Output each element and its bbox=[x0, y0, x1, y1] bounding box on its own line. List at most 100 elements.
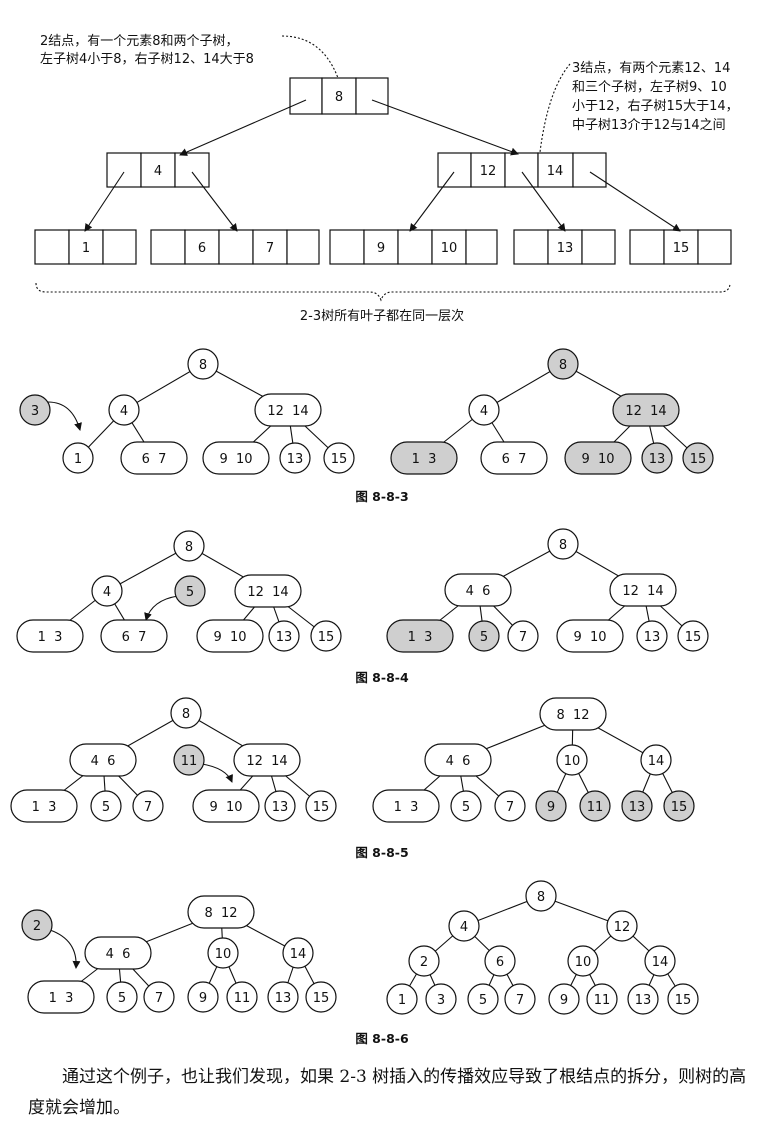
arrow bbox=[84, 171, 125, 232]
node-label: 13 bbox=[649, 452, 666, 467]
node-label: 8 12 bbox=[204, 906, 237, 921]
tree-node: 12 14 bbox=[233, 743, 301, 777]
tree-node: 6 7 bbox=[120, 441, 188, 475]
tree-node: 11 bbox=[586, 983, 618, 1015]
tree-node: 7 bbox=[507, 620, 539, 652]
node-label: 7 bbox=[516, 993, 524, 1008]
tree-node: 8 bbox=[525, 880, 557, 912]
tree-node: 1 bbox=[386, 983, 418, 1015]
tree-node: 15 bbox=[323, 442, 355, 474]
tree-node: 11 bbox=[226, 981, 258, 1013]
tree-node: 4 6 bbox=[84, 936, 152, 970]
right-internal-key-1: 12 bbox=[480, 164, 497, 179]
top-footer: 2-3树所有叶子都在同一层次 bbox=[300, 308, 464, 324]
tree-node: 13 bbox=[621, 790, 653, 822]
arrow bbox=[371, 99, 519, 156]
tree-node: 4 6 bbox=[424, 743, 492, 777]
leaf-key: 7 bbox=[266, 241, 274, 256]
right-internal-node: 12 14 bbox=[437, 152, 607, 188]
node-label: 4 bbox=[103, 585, 111, 600]
node-label: 8 bbox=[537, 890, 545, 905]
tree-node: 9 bbox=[187, 981, 219, 1013]
inserted-key-node: 5 bbox=[174, 575, 206, 607]
arrow bbox=[589, 171, 681, 232]
leaves-brace bbox=[35, 282, 731, 302]
tree-node: 8 bbox=[547, 528, 579, 560]
node-label: 13 bbox=[287, 452, 304, 467]
leaf-node-5: 15 bbox=[629, 229, 732, 265]
node-label: 1 3 bbox=[32, 800, 57, 815]
tree-node: 14 bbox=[282, 937, 314, 969]
node-label: 9 10 bbox=[573, 630, 606, 645]
node-label: 15 bbox=[685, 630, 702, 645]
node-label: 10 bbox=[215, 947, 232, 962]
tree-node: 9 10 bbox=[202, 441, 270, 475]
node-label: 5 bbox=[118, 991, 126, 1006]
tree-node: 8 bbox=[187, 348, 219, 380]
tree-node: 15 bbox=[682, 442, 714, 474]
node-label: 9 10 bbox=[219, 452, 252, 467]
body-paragraph: 通过这个例子，也让我们发现，如果 2-3 树插入的传播效应导致了根结点的拆分，则… bbox=[28, 1067, 747, 1118]
tree-node: 4 6 bbox=[444, 573, 512, 607]
node-label: 12 14 bbox=[247, 585, 288, 600]
node-label: 8 bbox=[185, 540, 193, 555]
node-label: 4 6 bbox=[466, 584, 491, 599]
node-label: 12 bbox=[614, 920, 631, 935]
leaf-key: 15 bbox=[673, 241, 690, 256]
tree-node: 1 3 bbox=[27, 980, 95, 1014]
tree-node: 5 bbox=[467, 983, 499, 1015]
tree-node: 5 bbox=[106, 981, 138, 1013]
node-label: 15 bbox=[690, 452, 707, 467]
insert-arrow bbox=[49, 929, 81, 969]
node-label: 9 10 bbox=[581, 452, 614, 467]
node-label: 8 bbox=[559, 358, 567, 373]
tree-node: 14 bbox=[640, 744, 672, 776]
node-label: 7 bbox=[506, 800, 514, 815]
tree-node: 2 bbox=[408, 945, 440, 977]
insert-arrow bbox=[144, 595, 179, 621]
node-label: 15 bbox=[313, 800, 330, 815]
tree-node: 9 bbox=[548, 983, 580, 1015]
node-label: 12 14 bbox=[622, 584, 663, 599]
leaf-node-1: 1 bbox=[34, 229, 137, 265]
tree-node: 4 6 bbox=[69, 743, 137, 777]
tree-node: 6 7 bbox=[480, 441, 548, 475]
tree-node: 13 bbox=[268, 620, 300, 652]
tree-node: 4 bbox=[468, 394, 500, 426]
node-label: 13 bbox=[275, 991, 292, 1006]
node-label: 3 bbox=[437, 993, 445, 1008]
note-root-line-2: 左子树4小于8，右子树12、14大于8 bbox=[40, 52, 254, 67]
leaf-key: 6 bbox=[198, 241, 206, 256]
node-label: 15 bbox=[671, 800, 688, 815]
tree-node: 9 10 bbox=[556, 619, 624, 653]
node-label: 9 bbox=[547, 800, 555, 815]
node-label: 1 bbox=[398, 993, 406, 1008]
node-label: 6 7 bbox=[122, 630, 147, 645]
node-label: 11 bbox=[594, 993, 611, 1008]
node-label: 13 bbox=[272, 800, 289, 815]
node-label: 5 bbox=[479, 993, 487, 1008]
inserted-key-node: 11 bbox=[173, 744, 205, 776]
node-label: 6 bbox=[496, 955, 504, 970]
arrow bbox=[179, 99, 307, 156]
tree-node: 13 bbox=[267, 981, 299, 1013]
tree-node: 13 bbox=[627, 983, 659, 1015]
arrow bbox=[409, 171, 455, 232]
note-root-leader bbox=[281, 35, 339, 79]
tree-node: 12 14 bbox=[254, 393, 322, 427]
root-key: 8 bbox=[335, 90, 343, 105]
tree-node: 12 14 bbox=[609, 573, 677, 607]
node-label: 1 3 bbox=[412, 452, 437, 467]
right-internal-key-2: 14 bbox=[547, 164, 564, 179]
tree-node: 13 bbox=[264, 790, 296, 822]
node-label: 12 14 bbox=[625, 404, 666, 419]
tree-node: 5 bbox=[90, 790, 122, 822]
tree-node: 12 bbox=[606, 910, 638, 942]
tree-node: 4 bbox=[91, 575, 123, 607]
tree-node: 15 bbox=[667, 983, 699, 1015]
